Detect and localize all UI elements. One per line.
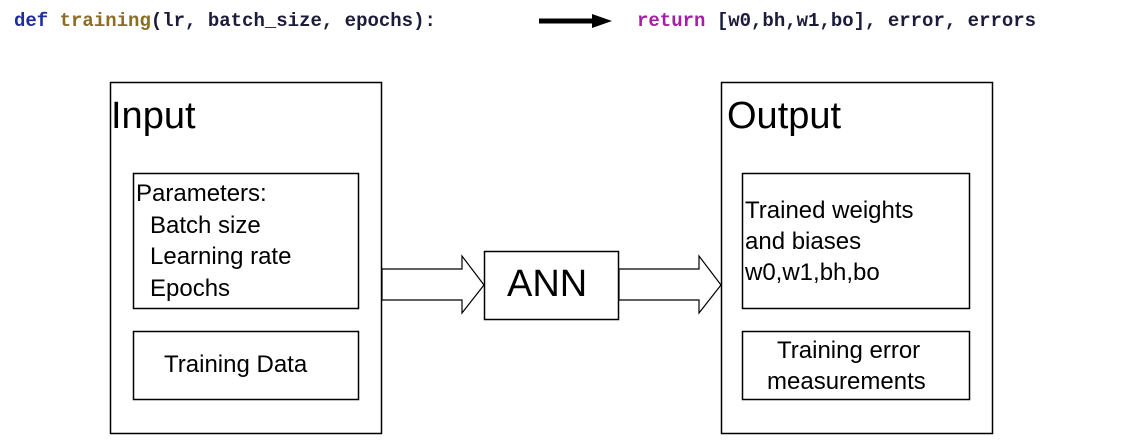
output-box <box>720 81 994 435</box>
weights-line-1: Trained weights <box>745 197 914 224</box>
parameter-epochs: Epochs <box>150 275 231 302</box>
input-to-ann-arrow <box>381 254 485 315</box>
weights-line-2: and biases <box>745 228 862 255</box>
weights-box <box>741 172 971 310</box>
def-keyword: def <box>14 10 49 32</box>
return-statement: return [w0,bh,w1,bo], error, errors <box>637 9 1036 33</box>
error-line-1: Training error <box>777 337 921 364</box>
input-box <box>109 81 383 435</box>
function-params: (lr, batch_size, epochs): <box>150 10 436 32</box>
function-signature: def training(lr, batch_size, epochs): <box>14 9 436 33</box>
parameters-box <box>132 172 360 310</box>
parameter-learning-rate: Learning rate <box>150 243 292 270</box>
training-data-label: Training Data <box>164 351 308 378</box>
input-title: Input <box>111 95 196 137</box>
return-value: [w0,bh,w1,bo], error, errors <box>716 10 1037 32</box>
signature-arrow <box>539 14 612 28</box>
weights-line-3: w0,w1,bh,bo <box>745 259 880 286</box>
parameters-header: Parameters: <box>136 180 267 207</box>
error-box <box>741 330 971 401</box>
parameter-batch-size: Batch size <box>150 212 261 239</box>
return-keyword: return <box>637 10 706 32</box>
ann-label: ANN <box>507 263 588 305</box>
training-data-box <box>132 330 360 401</box>
error-line-2: measurements <box>767 368 926 395</box>
function-name: training <box>59 10 151 32</box>
output-title: Output <box>727 95 842 137</box>
ann-to-output-arrow <box>618 254 722 315</box>
